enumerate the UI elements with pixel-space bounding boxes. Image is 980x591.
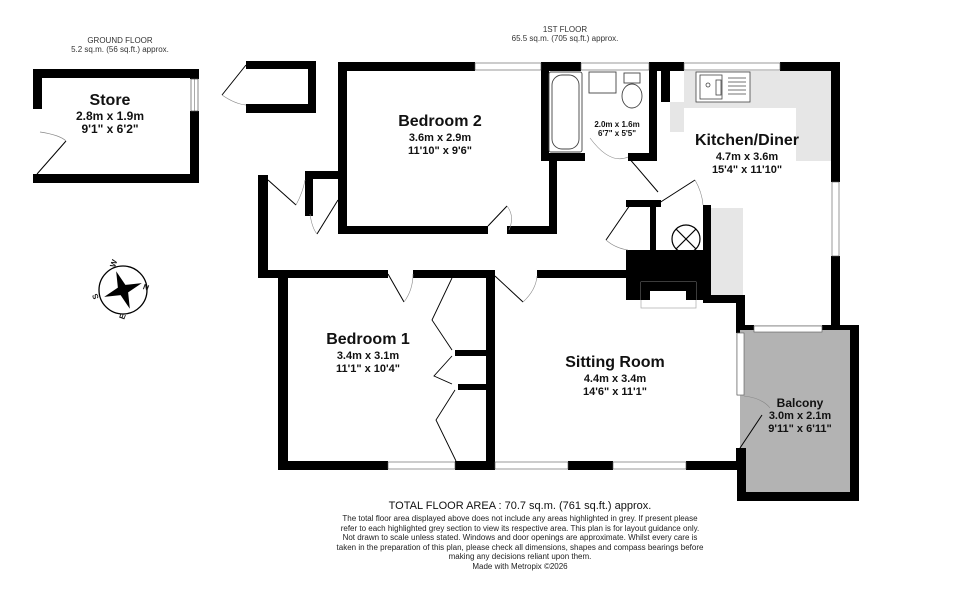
- room-name: Balcony: [776, 396, 824, 410]
- room-name: Kitchen/Diner: [694, 132, 799, 149]
- room-dim-metric: 4.7m x 3.6m: [715, 151, 779, 163]
- room-name: Store: [89, 92, 131, 109]
- room-dim-imperial: 9'11" x 6'11": [768, 423, 832, 435]
- room-dim-metric: 4.4m x 3.4m: [583, 373, 647, 385]
- room-dim-imperial: 14'6" x 11'1": [583, 386, 647, 398]
- bathroom-fixtures: [548, 71, 643, 153]
- store-walls: [33, 69, 199, 183]
- room-name: Sitting Room: [565, 354, 665, 371]
- room-bedroom-2: Bedroom 2 3.6m x 2.9m 11'10" x 9'6": [375, 112, 505, 158]
- room-dim-metric: 3.0m x 2.1m: [768, 410, 832, 422]
- metropix-credit: Made with Metropix ©2026: [472, 561, 568, 571]
- room-dim-metric: 3.4m x 3.1m: [336, 350, 400, 362]
- room-name: Bedroom 2: [398, 113, 482, 130]
- first-floor-label: 1ST FLOOR 65.5 sq.m. (705 sq.ft.) approx…: [490, 25, 640, 43]
- kitchen-worktops: [670, 71, 831, 295]
- entrance-door: [221, 64, 247, 106]
- store-door: [36, 131, 67, 175]
- room-dim-metric: 2.0m x 1.6m: [594, 120, 640, 129]
- first-floor-area: 65.5 sq.m. (705 sq.ft.) approx.: [511, 34, 619, 43]
- room-bedroom-1: Bedroom 1 3.4m x 3.1m 11'1" x 10'4": [303, 330, 433, 376]
- room-dim-imperial: 6'7" x 5'5": [597, 129, 637, 138]
- room-store: Store 2.8m x 1.9m 9'1" x 6'2": [55, 92, 165, 136]
- ground-floor-area: 5.2 sq.m. (56 sq.ft.) approx.: [71, 45, 169, 54]
- door-swings: [267, 137, 771, 449]
- balcony-area: [736, 325, 859, 501]
- room-dim-metric: 2.8m x 1.9m: [75, 109, 145, 123]
- kitchen-sink: [695, 71, 751, 103]
- disclaimer-body: The total floor area displayed above doe…: [336, 514, 704, 561]
- room-dim-imperial: 15'4" x 11'10": [711, 164, 783, 176]
- entrance-porch: [246, 61, 316, 113]
- compass-icon: [98, 265, 148, 315]
- room-balcony: Balcony 3.0m x 2.1m 9'11" x 6'11": [752, 396, 848, 436]
- ground-floor-label: GROUND FLOOR 5.2 sq.m. (56 sq.ft.) appro…: [55, 36, 185, 54]
- room-bathroom: 2.0m x 1.6m 6'7" x 5'5": [584, 120, 650, 138]
- room-dim-metric: 3.6m x 2.9m: [408, 132, 472, 144]
- room-dim-imperial: 9'1" x 6'2": [81, 122, 139, 136]
- room-dim-imperial: 11'10" x 9'6": [408, 145, 472, 157]
- first-floor-title: 1ST FLOOR: [542, 25, 588, 34]
- boiler-icon: [671, 224, 701, 254]
- room-name: Bedroom 1: [326, 331, 410, 348]
- disclaimer-text: The total floor area displayed above doe…: [335, 514, 705, 571]
- room-sitting-room: Sitting Room 4.4m x 3.4m 14'6" x 11'1": [540, 353, 690, 399]
- store-window: [190, 78, 199, 112]
- room-kitchen-diner: Kitchen/Diner 4.7m x 3.6m 15'4" x 11'10": [672, 131, 822, 177]
- total-floor-area: TOTAL FLOOR AREA : 70.7 sq.m. (761 sq.ft…: [388, 500, 652, 512]
- ground-floor-title: GROUND FLOOR: [87, 36, 153, 45]
- room-dim-imperial: 11'1" x 10'4": [336, 363, 400, 375]
- wardrobe-doors: [431, 277, 457, 462]
